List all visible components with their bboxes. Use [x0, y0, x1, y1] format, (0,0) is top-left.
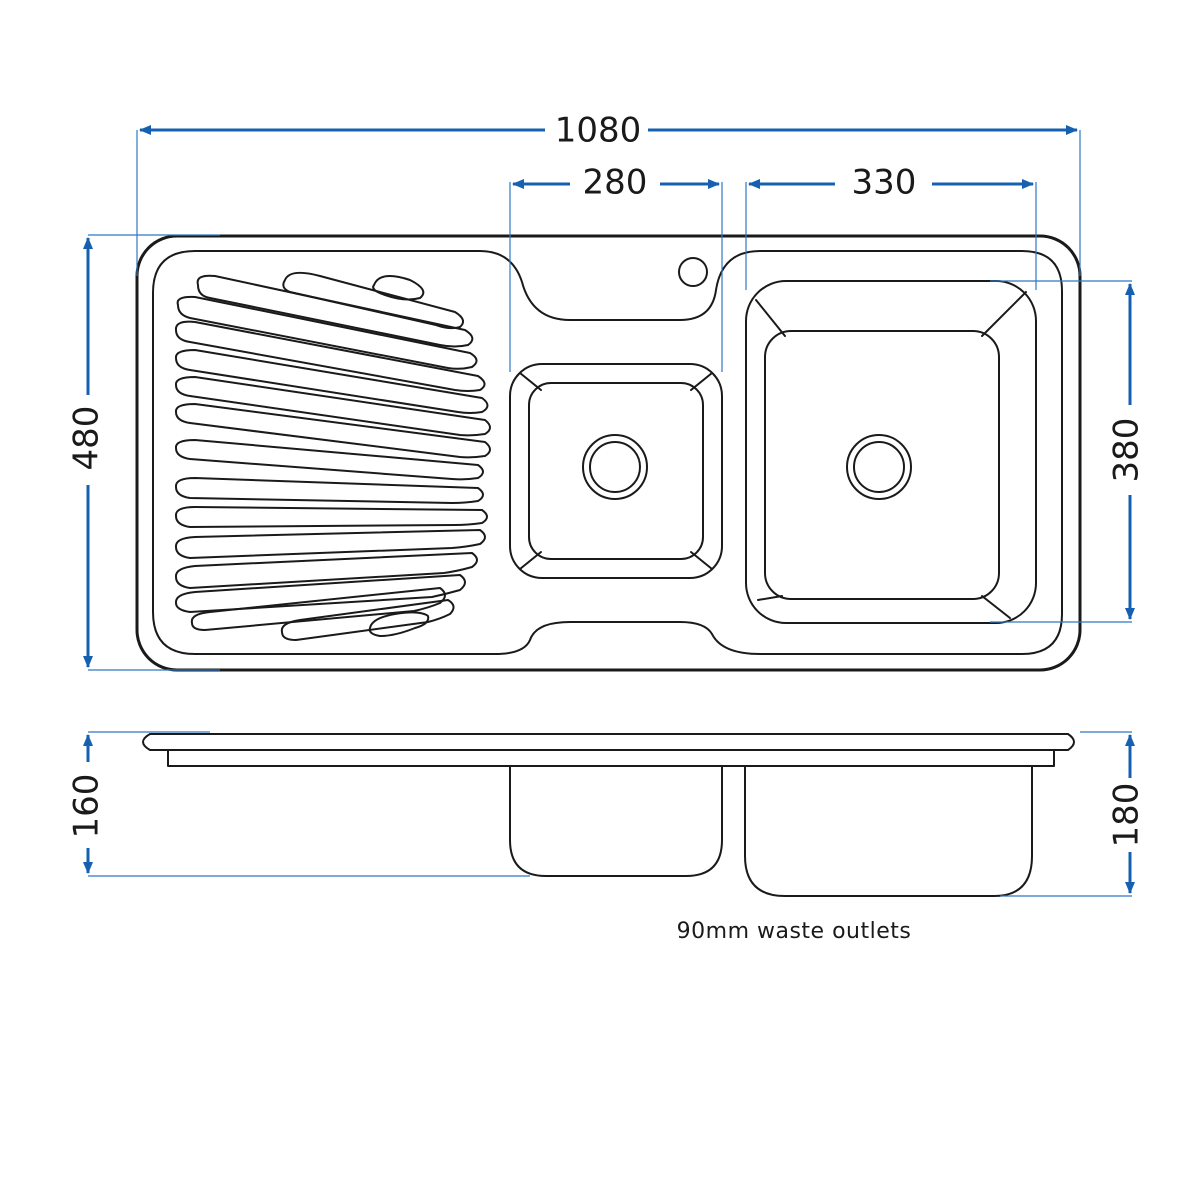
drainer-groove [174, 552, 478, 589]
label-large-bowl-width: 330 [852, 163, 917, 203]
drainer-groove [368, 611, 430, 637]
sink-outer-rim [135, 234, 1082, 672]
side-view-small-bowl [509, 765, 723, 877]
large-bowl-waste-outer [846, 434, 912, 500]
small-bowl-outer [509, 363, 723, 579]
large-bowl-corner [757, 595, 783, 601]
large-bowl [745, 280, 1037, 624]
tap-hole [678, 257, 708, 287]
drainer-grooves [174, 271, 491, 641]
large-bowl-corner [981, 291, 1027, 337]
sink-top-view [135, 234, 1082, 672]
large-bowl-corner [755, 299, 786, 337]
small-bowl [509, 363, 723, 579]
large-bowl-inner [764, 330, 1000, 600]
label-small-bowl-height: 160 [67, 774, 107, 839]
extension-lines [88, 130, 1132, 897]
dimension-labels: 1080 280 330 480 380 160 180 90mm waste … [67, 111, 1147, 945]
drainer-groove [174, 403, 491, 459]
small-bowl-corner [690, 551, 713, 570]
side-view-large-bowl [744, 765, 1033, 897]
sink-side-view [142, 733, 1075, 897]
drainer-groove [174, 574, 466, 613]
large-bowl-outer [745, 280, 1037, 624]
label-overall-width: 1080 [555, 111, 642, 151]
small-bowl-corner [519, 551, 542, 570]
side-view-rim [142, 733, 1075, 751]
label-bowl-depth: 380 [1107, 418, 1147, 483]
drainer-groove [196, 274, 474, 348]
drainer-groove [174, 349, 489, 414]
small-bowl-corner [519, 372, 542, 391]
small-bowl-waste-outer [582, 434, 648, 500]
side-view-flange [167, 749, 1055, 767]
sink-inner-deck [152, 250, 1063, 655]
small-bowl-inner [528, 382, 704, 560]
drainer-groove [176, 295, 478, 370]
label-small-bowl-width: 280 [583, 163, 648, 203]
small-bowl-waste-inner [589, 441, 641, 493]
drainer-groove [174, 320, 486, 392]
drainer-groove [174, 529, 486, 559]
drainer-groove [280, 599, 455, 641]
small-bowl-corner [690, 372, 713, 391]
drainer-groove [282, 271, 465, 330]
label-overall-depth: 480 [67, 406, 107, 471]
drainer-groove [174, 477, 484, 504]
dimension-lines [83, 125, 1135, 894]
large-bowl-waste-inner [853, 441, 905, 493]
drainer-groove [174, 439, 484, 481]
drainer-groove [174, 376, 491, 437]
label-large-bowl-height: 180 [1107, 783, 1147, 848]
large-bowl-corner [981, 595, 1011, 619]
drainer-groove [190, 587, 446, 631]
drainer-groove [174, 506, 488, 528]
waste-outlet-note: 90mm waste outlets [677, 919, 912, 944]
